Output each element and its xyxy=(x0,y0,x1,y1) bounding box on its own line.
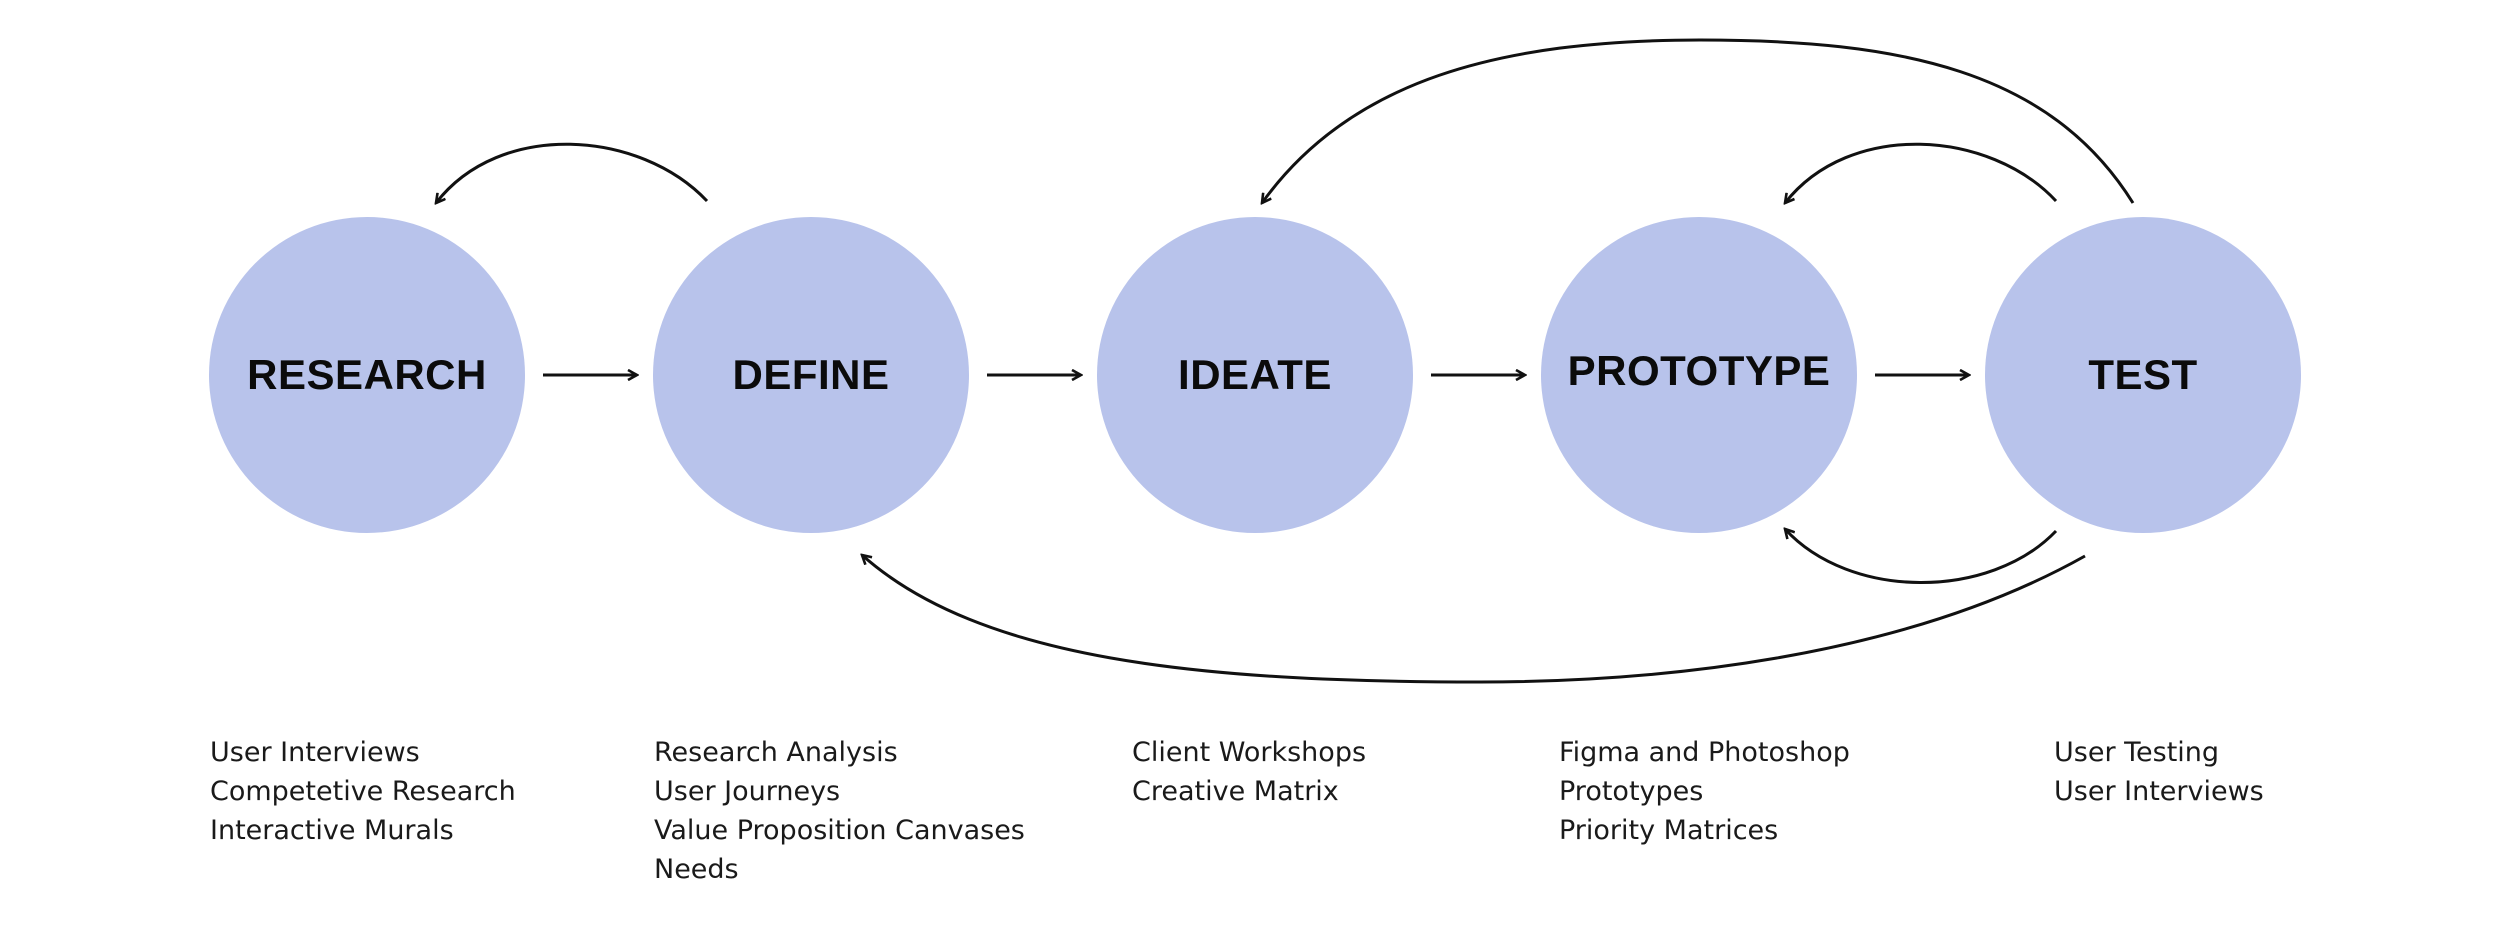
list-item: Research Analysis xyxy=(654,737,898,768)
list-item: User Testing xyxy=(2054,737,2220,768)
list-item: Priority Matrices xyxy=(1559,815,1779,846)
list-item: Competetive Research xyxy=(210,776,516,807)
stage-define-label: DEFINE xyxy=(732,351,890,398)
loop-test-to-define xyxy=(862,555,2086,684)
stage-ideate-label: IDEATE xyxy=(1178,351,1332,398)
research-methods-list: User Interviews Competetive Research Int… xyxy=(210,733,516,850)
list-item: Interactive Murals xyxy=(210,815,454,846)
loop-define-to-research xyxy=(436,142,709,203)
loop-test-to-prototype-top xyxy=(1785,142,2058,203)
stage-test-label: TEST xyxy=(2088,351,2198,398)
list-item: User Journeys xyxy=(654,776,841,807)
list-item: Creative Matrix xyxy=(1132,776,1339,807)
loop-test-to-prototype-bottom xyxy=(1785,529,2058,584)
stage-define: DEFINE xyxy=(653,217,969,533)
list-item: Needs xyxy=(654,854,739,885)
stage-prototype-label: PROTOTYPE xyxy=(1567,347,1831,394)
stage-test: TEST xyxy=(1985,217,2301,533)
loop-test-to-ideate xyxy=(1262,38,2135,203)
stage-research: RESEARCH xyxy=(209,217,525,533)
prototype-methods-list: Figma and Photoshop Prototypes Priority … xyxy=(1559,733,1850,850)
list-item: User Interviews xyxy=(210,737,420,768)
list-item: Client Workshops xyxy=(1132,737,1367,768)
stage-research-label: RESEARCH xyxy=(247,351,487,398)
list-item: Value Proposition Canvases xyxy=(654,815,1025,846)
ideate-methods-list: Client Workshops Creative Matrix xyxy=(1132,733,1366,811)
stage-ideate: IDEATE xyxy=(1097,217,1413,533)
define-methods-list: Research Analysis User Journeys Value Pr… xyxy=(654,733,1025,889)
test-methods-list: User Testing User Interviews xyxy=(2054,733,2264,811)
stage-prototype: PROTOTYPE xyxy=(1541,217,1857,533)
list-item: User Interviews xyxy=(2054,776,2264,807)
list-item: Prototypes xyxy=(1559,776,1704,807)
list-item: Figma and Photoshop xyxy=(1559,737,1850,768)
